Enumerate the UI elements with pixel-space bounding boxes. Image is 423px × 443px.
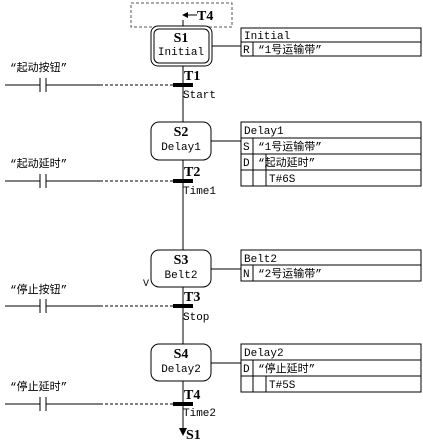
transition-t1-bar (173, 83, 193, 87)
contact-start-delay-label: “起动延时” (10, 157, 67, 171)
step-s2-name: Delay1 (161, 142, 201, 154)
transition-t1-id: T1 (184, 69, 200, 84)
step-s3-name: Belt2 (164, 270, 197, 282)
action-table-delay2-a2: T#5S (269, 380, 296, 392)
action-table-initial-action: “1号运输带” (258, 42, 322, 57)
transition-t2-condition: Time1 (183, 186, 216, 198)
action-table-delay2-q1: D (243, 364, 250, 376)
transition-t3[interactable]: T3 Stop (173, 290, 209, 324)
action-table-delay1-a2: “起动延时” (258, 156, 315, 170)
action-table-delay2: Delay2 D “停止延时” T#5S (240, 343, 422, 393)
action-table-delay2-a1: “停止延时” (258, 361, 315, 376)
step-s3-id: S3 (174, 253, 189, 268)
bottom-jump-label[interactable]: S1 (186, 428, 201, 443)
action-table-belt2-title: Belt2 (244, 254, 277, 266)
transition-t2-bar (173, 179, 193, 183)
transition-t1-condition: Start (183, 90, 216, 102)
step-s3-marker: V (143, 279, 149, 290)
transition-t4[interactable]: T4 Time2 (173, 388, 216, 420)
top-jump-box (130, 2, 233, 28)
action-table-delay1-q2: D (243, 158, 250, 170)
action-table-belt2-action: “2号运输带” (258, 266, 322, 281)
contact-start-button: “起动按钮” (5, 60, 173, 92)
action-table-delay1-q1: S (243, 142, 250, 154)
step-s1-name: Initial (158, 47, 204, 59)
contact-stop-delay: “停止延时” (5, 379, 173, 411)
action-table-delay2-title: Delay2 (244, 348, 284, 360)
transition-t3-id: T3 (184, 290, 200, 305)
bottom-jump-arrow-icon (179, 428, 187, 436)
transition-t4-condition: Time2 (183, 408, 216, 420)
action-table-delay1-a3: T#6S (269, 174, 296, 186)
step-s4[interactable]: S4 Delay2 (150, 343, 212, 382)
contact-start-delay: “起动延时” (5, 157, 173, 188)
transition-t2-id: T2 (184, 165, 200, 180)
step-s1-inner-frame (153, 28, 210, 64)
action-table-belt2: Belt2 N “2号运输带” (240, 249, 422, 282)
transition-t4-bar (173, 402, 193, 406)
contact-stop-delay-label: “停止延时” (10, 379, 67, 394)
transition-t2[interactable]: T2 Time1 (173, 165, 216, 198)
action-table-initial-qualifier: R (243, 45, 250, 57)
step-s4-id: S4 (174, 347, 189, 362)
contact-start-label: “起动按钮” (10, 60, 67, 75)
action-table-initial: Initial R “1号运输带” (240, 27, 422, 57)
step-s2[interactable]: S2 Delay1 (150, 121, 212, 161)
action-table-delay1: Delay1 S “1号运输带” D “起动延时” T#6S (240, 121, 422, 187)
action-table-initial-title: Initial (244, 31, 290, 43)
contact-stop-label: “停止按钮” (10, 282, 67, 297)
transition-t3-bar (173, 304, 193, 308)
action-table-delay1-title: Delay1 (244, 126, 284, 138)
action-table-delay1-a1: “1号运输带” (258, 139, 322, 154)
step-s1[interactable]: S1 Initial (150, 25, 213, 67)
step-s4-name: Delay2 (161, 364, 201, 376)
contact-stop-button: “停止按钮” (5, 282, 173, 313)
step-s2-id: S2 (174, 125, 189, 140)
step-s3[interactable]: S3 Belt2 (150, 249, 212, 288)
transition-t3-condition: Stop (183, 312, 209, 324)
step-s1-id: S1 (174, 31, 189, 46)
top-jump-arrow-head (182, 12, 188, 18)
transition-t4-id: T4 (184, 388, 200, 403)
transition-t1[interactable]: T1 Start (173, 69, 216, 102)
action-table-belt2-qualifier: N (243, 269, 250, 281)
top-jump-label: T4 (197, 9, 213, 24)
